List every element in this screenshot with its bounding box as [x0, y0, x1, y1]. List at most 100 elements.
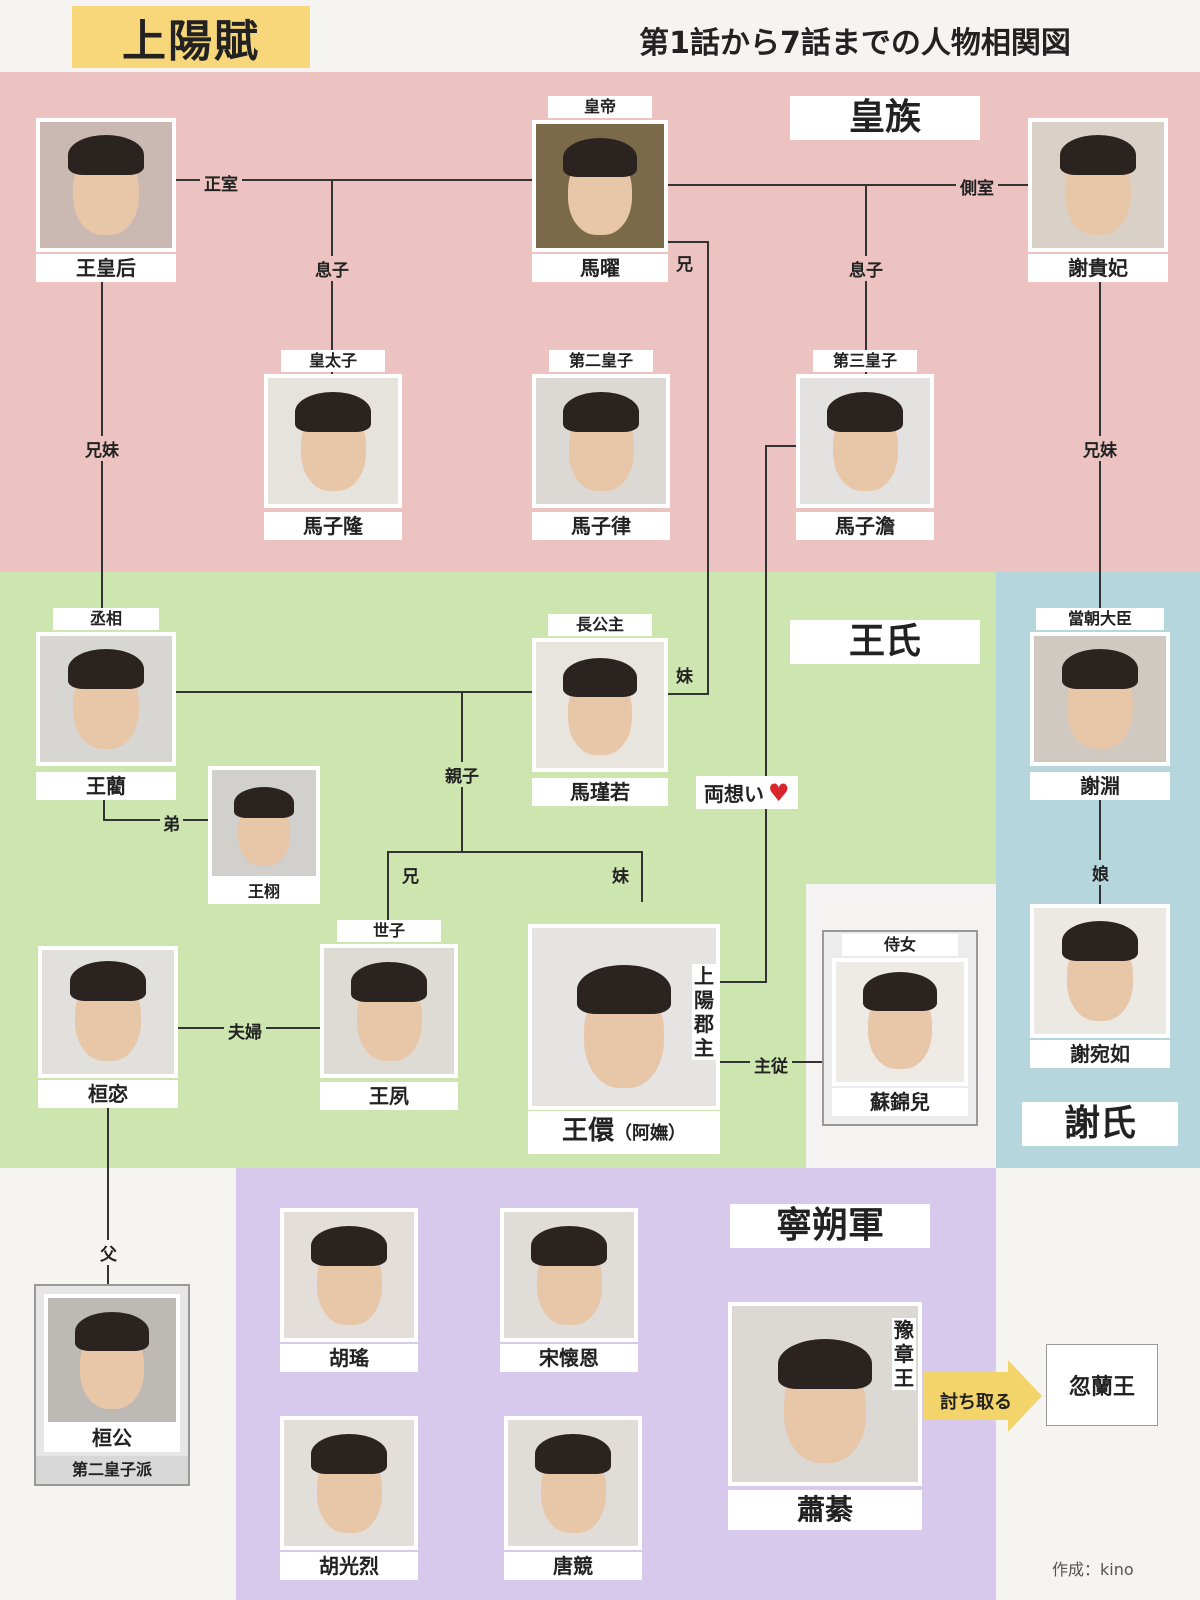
- portrait: [500, 1208, 638, 1342]
- chart-subtitle: 第1話から7話までの人物相関図: [639, 26, 1071, 61]
- person-heir: 世子 王夙: [320, 920, 458, 1110]
- person-name: 胡光烈: [280, 1552, 418, 1580]
- portrait: [532, 638, 668, 772]
- person-alias: （阿嫵）: [614, 1123, 686, 1144]
- chart-title: 上陽賦: [72, 6, 310, 68]
- person-name: 蕭綦: [728, 1490, 922, 1530]
- person-princess: 長公主 馬瑾若: [532, 614, 668, 806]
- relation-elder-brother: 兄: [676, 255, 693, 275]
- person-name: 馬曜: [532, 254, 668, 282]
- person-role: 丞相: [52, 608, 160, 630]
- person-role: 當朝大臣: [1035, 608, 1165, 630]
- portrait: [38, 946, 178, 1078]
- portrait: [532, 120, 668, 252]
- relation-younger-sister-2: 妹: [612, 867, 629, 887]
- relation-son-2: 息子: [846, 256, 886, 281]
- person-xie-yuan: 當朝大臣 謝淵: [1030, 608, 1170, 800]
- person-tang: 唐競: [504, 1416, 642, 1580]
- portrait: [36, 632, 176, 766]
- person-role: 皇帝: [548, 96, 652, 118]
- heroine-title: 上陽郡主: [692, 964, 716, 1060]
- person-xiao-qi: 豫章王 蕭綦: [728, 1302, 922, 1530]
- person-name: 王夙: [320, 1082, 458, 1110]
- person-hu-guanglie: 胡光烈: [280, 1416, 418, 1580]
- person-name: 王藺: [36, 772, 176, 800]
- person-name: 胡瑤: [280, 1344, 418, 1372]
- person-third-prince: 第三皇子 馬子澹: [796, 350, 934, 540]
- portrait: [264, 374, 402, 508]
- relation-siblings-2: 兄妹: [1080, 436, 1120, 461]
- credit: 作成：kino: [1052, 1560, 1134, 1579]
- person-name: 馬瑾若: [532, 778, 668, 806]
- relation-parent-child: 親子: [442, 762, 482, 787]
- relation-couple: 夫婦: [224, 1018, 266, 1043]
- portrait: [728, 1302, 922, 1486]
- person-crown-prince: 皇太子 馬子隆: [264, 350, 402, 540]
- heroine-name-row: 王儇（阿嫵）: [528, 1111, 720, 1154]
- group-label-ningshuo: 寧朔軍: [730, 1204, 930, 1248]
- portrait: [208, 766, 320, 880]
- relation-concubine: 側室: [956, 174, 998, 199]
- relation-younger-sister-1: 妹: [676, 667, 693, 687]
- person-name: 馬子隆: [264, 512, 402, 540]
- person-name: 宋懐恩: [500, 1344, 638, 1372]
- person-name: 馬子律: [532, 512, 670, 540]
- person-empress: 王皇后: [36, 118, 176, 282]
- portrait: [320, 944, 458, 1078]
- group-label-xie: 謝氏: [1022, 1102, 1178, 1146]
- person-huan-mi: 桓宓: [38, 946, 178, 1108]
- person-emperor: 皇帝 馬曜: [532, 96, 668, 282]
- portrait: [44, 1294, 180, 1426]
- person-name: 桓宓: [38, 1080, 178, 1108]
- person-role: 第三皇子: [812, 350, 918, 372]
- enemy-name: 忽蘭王: [1068, 1375, 1135, 1400]
- person-name: 桓公: [44, 1424, 180, 1452]
- relation-master-servant: 主従: [750, 1052, 792, 1077]
- person-hu-yao: 胡瑤: [280, 1208, 418, 1372]
- relation-mutual-love: 両想い♥: [696, 776, 798, 809]
- relation-father: 父: [98, 1240, 119, 1265]
- relation-daughter: 娘: [1090, 860, 1111, 885]
- person-maid: 侍女 蘇錦兒: [822, 930, 978, 1126]
- person-xie-consort: 謝貴妃: [1028, 118, 1168, 282]
- person-faction: 第二皇子派: [36, 1456, 188, 1484]
- heart-icon: ♥: [768, 779, 790, 807]
- portrait: [1030, 632, 1170, 766]
- person-name: 謝貴妃: [1028, 254, 1168, 282]
- relation-brother: 兄: [402, 867, 419, 887]
- portrait: [504, 1416, 642, 1550]
- portrait: [832, 958, 968, 1086]
- person-role: 皇太子: [280, 350, 386, 372]
- portrait: [532, 374, 670, 508]
- person-name: 唐競: [504, 1552, 642, 1580]
- person-wang-xu: 王栩: [208, 766, 320, 904]
- person-name: 王栩: [208, 880, 320, 904]
- person-song: 宋懐恩: [500, 1208, 638, 1372]
- portrait: [280, 1208, 418, 1342]
- relation-defeat: 討ち取る: [940, 1392, 1012, 1413]
- person-name: 謝宛如: [1030, 1040, 1170, 1068]
- relation-siblings-1: 兄妹: [82, 436, 122, 461]
- portrait: [280, 1416, 418, 1550]
- person-name: 馬子澹: [796, 512, 934, 540]
- group-label-wang: 王氏: [790, 620, 980, 664]
- portrait: [36, 118, 176, 252]
- person-name: 蘇錦兒: [832, 1088, 968, 1116]
- mutual-love-text: 両想い: [704, 782, 764, 806]
- person-name: 謝淵: [1030, 772, 1170, 800]
- relation-son-1: 息子: [312, 256, 352, 281]
- person-chancellor: 丞相 王藺: [36, 608, 176, 800]
- portrait: [1030, 904, 1170, 1038]
- portrait: [528, 924, 720, 1110]
- xiao-qi-title: 豫章王: [892, 1318, 916, 1390]
- enemy-box: 忽蘭王: [1046, 1344, 1158, 1426]
- portrait: [1028, 118, 1168, 252]
- person-role: 侍女: [842, 934, 958, 956]
- person-name: 王儇: [561, 1116, 614, 1146]
- person-role: 第二皇子: [548, 350, 654, 372]
- relation-younger-brother: 弟: [160, 810, 183, 835]
- person-xie-wanru: 謝宛如: [1030, 904, 1170, 1068]
- person-name: 王皇后: [36, 254, 176, 282]
- person-role: 世子: [336, 920, 442, 942]
- defeat-arrow: [924, 1360, 1042, 1432]
